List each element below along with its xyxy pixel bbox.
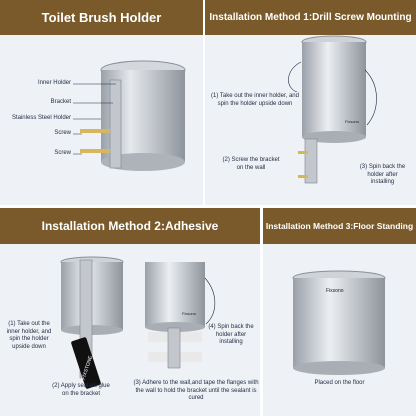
label-screw-2: Screw [54, 150, 71, 156]
label-screw-1: Screw [54, 130, 71, 136]
m1-holder-body [302, 42, 366, 137]
m3-brand: Fixsono [326, 288, 344, 294]
panel-method3: Installation Method 3:Floor Standing Fix… [263, 208, 416, 416]
m1-step2: (2) Screw the bracket on the wall [222, 157, 280, 171]
panel-holder-title: Toilet Brush Holder [0, 0, 203, 35]
m1-step3: (3) Spin back the holder after installin… [359, 164, 406, 185]
method2-illustration: FIXSTONE Fixsono [60, 256, 216, 389]
label-stainless-holder: Stainless Steel Holder [11, 115, 71, 121]
m2-step4: (4) Spin back the holder after installin… [208, 324, 254, 345]
holder-illustration [73, 60, 186, 171]
screw-upper [80, 129, 110, 133]
label-bracket: Bracket [50, 99, 71, 105]
m1-brand: Fixsono [345, 119, 360, 124]
m2-tube [71, 337, 101, 389]
m2-holder-center [145, 262, 205, 327]
m2-step3: (3) Adhere to the wall,and tape the flan… [133, 380, 259, 401]
bracket-shape [109, 79, 122, 169]
panel-method3-title: Installation Method 3:Floor Standing [263, 208, 416, 244]
panel-method2-title: Installation Method 2:Adhesive [0, 208, 260, 244]
m3-caption: Placed on the floor [314, 380, 365, 386]
label-inner-holder: Inner Holder [37, 80, 71, 86]
m2-brand: Fixsono [182, 311, 197, 316]
m2-step2: (2) Apply sealant glue on the bracket [52, 383, 110, 397]
m2-step1: (1) Take out the inner holder, and spin … [6, 321, 52, 350]
method3-illustration: Fixsono [292, 270, 386, 375]
panel-method1: Installation Method 1:Drill Screw Mounti… [205, 0, 416, 205]
m1-bracket [304, 138, 318, 184]
m3-holder-body [293, 278, 385, 368]
m1-step1: (1) Take out the inner holder, and spin … [211, 93, 299, 107]
method1-illustration: Fixsono [288, 35, 377, 184]
panel-method1-title: Installation Method 1:Drill Screw Mounti… [205, 0, 416, 35]
holder-base [101, 153, 185, 171]
panel-method2: Installation Method 2:Adhesive FIXSTONE … [0, 208, 260, 416]
screw-lower [80, 149, 110, 153]
panel-holder: Toilet Brush Holder Inner Holder Bracket… [0, 0, 203, 205]
